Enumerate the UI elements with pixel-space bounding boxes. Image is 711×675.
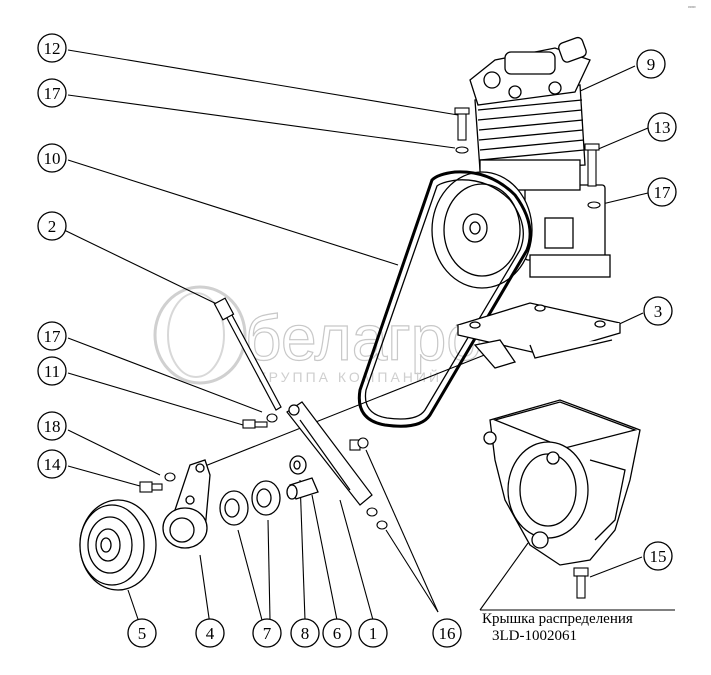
- bolt-15: [573, 567, 589, 599]
- callout-10: 10: [37, 143, 67, 173]
- callout-14: 14: [37, 449, 67, 479]
- callout-17: 17: [37, 321, 67, 351]
- callout-1: 1: [358, 618, 388, 648]
- adjusting-arm: [286, 401, 373, 506]
- callout-7: 7: [252, 618, 282, 648]
- callout-label: 16: [439, 624, 456, 643]
- callout-2: 2: [37, 211, 67, 241]
- callout-label: 15: [650, 547, 667, 566]
- callout-group: 12 17 10 2 17 11 18 14 9 13 17 3 15 5 4 …: [37, 33, 677, 648]
- callout-label: 17: [44, 327, 62, 346]
- leader-lines: [59, 49, 675, 626]
- crank-pulley: [79, 499, 157, 591]
- idler-bracket: [162, 459, 211, 549]
- small-hardware: [139, 413, 388, 530]
- callout-label: 2: [48, 217, 57, 236]
- callout-18: 18: [37, 411, 67, 441]
- callout-6: 6: [322, 618, 352, 648]
- callout-5: 5: [127, 618, 157, 648]
- callout-label: 13: [654, 118, 671, 137]
- tension-rod: [213, 297, 282, 411]
- caption-title: Крышка распределения: [482, 611, 633, 627]
- callout-8: 8: [290, 618, 320, 648]
- callout-9: 9: [636, 49, 666, 79]
- drive-belt: [357, 170, 532, 428]
- callout-13: 13: [647, 112, 677, 142]
- callout-label: 17: [44, 84, 62, 103]
- callout-label: 17: [654, 183, 672, 202]
- caption-code: 3LD-1002061: [492, 628, 577, 644]
- callout-16: 16: [432, 618, 462, 648]
- mounting-plate: [455, 302, 621, 369]
- callout-label: 11: [44, 362, 60, 381]
- callout-label: 3: [654, 302, 663, 321]
- callout-12: 12: [37, 33, 67, 63]
- callout-15: 15: [643, 541, 673, 571]
- callout-label: 1: [369, 624, 378, 643]
- callout-17: 17: [37, 78, 67, 108]
- callout-3: 3: [643, 296, 673, 326]
- callout-label: 14: [44, 455, 62, 474]
- callout-label: 6: [333, 624, 342, 643]
- watermark-logo: белагро ГРУППА КОМПАНИЙ: [153, 285, 482, 385]
- idler-bearings: [219, 455, 319, 526]
- callout-label: 9: [647, 55, 656, 74]
- callout-label: 4: [206, 624, 215, 643]
- corner-mark: ᵒᵒᵒᵒ: [688, 5, 696, 11]
- callout-17: 17: [647, 177, 677, 207]
- callout-label: 5: [138, 624, 147, 643]
- watermark-name: белагро: [245, 302, 482, 374]
- callout-label: 8: [301, 624, 310, 643]
- callout-label: 12: [44, 39, 61, 58]
- compressor-bolts: [454, 107, 601, 209]
- callout-label: 18: [44, 417, 61, 436]
- watermark-subtitle: ГРУППА КОМПАНИЙ: [258, 368, 442, 385]
- callout-4: 4: [195, 618, 225, 648]
- timing-cover: [483, 399, 641, 566]
- callout-label: 7: [263, 624, 272, 643]
- callout-11: 11: [37, 356, 67, 386]
- callout-label: 10: [44, 149, 61, 168]
- compressor: [431, 36, 611, 289]
